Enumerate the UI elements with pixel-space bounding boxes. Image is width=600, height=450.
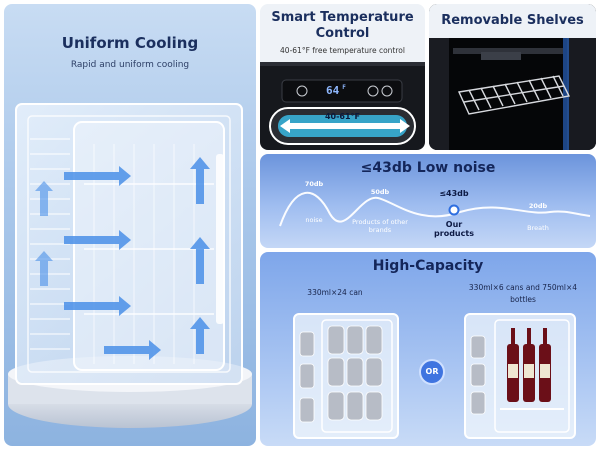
noise-db-ours: ≤43db (439, 189, 469, 198)
noise-db-70: 70db (304, 180, 324, 188)
low-noise-title: ≤43db Low noise (360, 160, 496, 176)
high-capacity-title: High-Capacity (372, 258, 484, 274)
capacity-illustrations (293, 313, 576, 439)
light-button-icon (367, 85, 379, 97)
our-product-marker (448, 204, 460, 216)
noise-db-20: 20db (528, 202, 548, 210)
fridge-with-cans (293, 313, 399, 439)
noise-label-other-brands: Products of other brands (352, 218, 408, 234)
capacity-option-mixed: 330ml×6 cans and 750ml×4 bottles (468, 283, 578, 304)
range-arrows-icon (280, 119, 410, 133)
adjust-button-icon (381, 85, 393, 97)
noise-label-noise: noise (305, 216, 323, 224)
noise-label-breath: Breath (527, 224, 549, 232)
removable-shelves-title: Removable Shelves (429, 4, 596, 38)
uniform-cooling-subtitle: Rapid and uniform cooling (70, 60, 190, 70)
uniform-cooling-title: Uniform Cooling (61, 34, 199, 52)
temperature-control-title: Smart Temperature Control (271, 10, 414, 41)
temperature-display-value: 64 (326, 84, 340, 97)
removable-shelves-panel: Removable Shelves (429, 4, 596, 150)
power-icon (296, 85, 308, 97)
fridge-cooling-illustration (8, 103, 252, 428)
or-badge: OR (419, 359, 445, 385)
uniform-cooling-panel: Uniform Cooling Rapid and uniform coolin… (4, 4, 256, 446)
fridge-with-bottles (464, 313, 576, 439)
temperature-control-subtitle: 40-61°F free temperature control (280, 46, 405, 55)
low-noise-panel: ≤43db Low noise 70db noise 50db Products… (260, 154, 596, 248)
noise-wave-graphic (279, 192, 591, 227)
noise-label-our-products: Our products (434, 220, 474, 238)
noise-db-50: 50db (370, 188, 390, 196)
capacity-option-cans: 330ml×24 can (307, 288, 363, 297)
temperature-range-label: 40-61°F (324, 112, 361, 121)
shelf-illustration (429, 38, 596, 150)
temperature-control-panel: Smart Temperature Control 40-61°F free t… (260, 4, 425, 150)
high-capacity-panel: High-Capacity 330ml×24 can 330ml×6 cans … (260, 252, 596, 446)
control-panel-illustration (260, 62, 425, 150)
temperature-display-unit: F (342, 84, 346, 91)
